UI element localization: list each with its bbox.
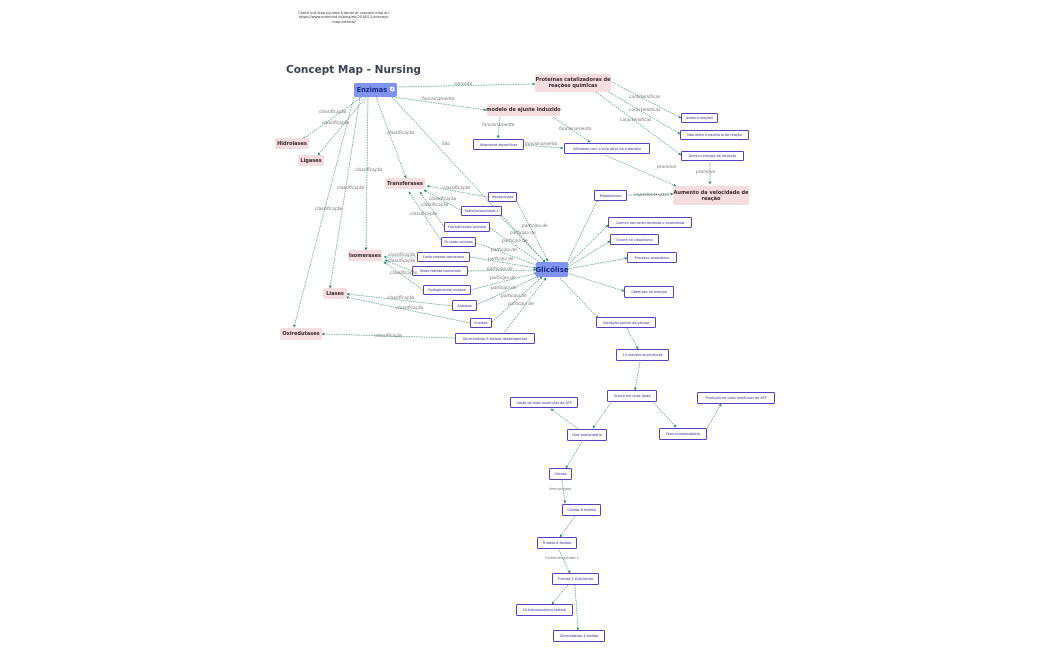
edge-label-classificacao: classificação xyxy=(337,186,365,191)
edge-label-classificacao: classificação xyxy=(387,296,415,301)
node-glicose6[interactable]: Glicose-6-fosfato xyxy=(562,504,601,516)
edge-label-classificacao: classificação xyxy=(443,186,471,191)
edge-label-conceito: conceito xyxy=(454,82,473,87)
node-aldolase[interactable]: Aldolase xyxy=(452,300,477,311)
edge-label-classificacao: classificação xyxy=(396,306,424,311)
edge-label-classificacao: classificação xyxy=(388,259,416,264)
node-ocorre-citoplasma[interactable]: Ocorre no citoplasma xyxy=(610,234,659,245)
node-fase-preparatoria[interactable]: Fase preparatória xyxy=(567,429,607,441)
node-frutose6[interactable]: Frutose-6-fosfato xyxy=(537,537,577,549)
node-triose[interactable]: Triose-fosfato isomerase xyxy=(412,266,468,276)
node-producao[interactable]: Produção de duas moléculas de ATP xyxy=(697,392,775,404)
edge-label-promove: promove xyxy=(696,170,716,175)
node-gliceraldeido3[interactable]: Gliceraldeído-3-fosfato xyxy=(553,630,605,642)
node-metabolismo[interactable]: Metabolismo xyxy=(594,190,627,201)
node-fosfoglicerato-mutase[interactable]: Fosfoglicerato mutase xyxy=(423,285,471,295)
edge-label-classificacao: classificação xyxy=(421,203,449,208)
edge-label-participa-de: participa de xyxy=(488,257,514,262)
node-fosfohexose[interactable]: Fosfo-hexose-isomerase xyxy=(417,252,470,262)
edge-label-classificacao: classificação xyxy=(390,271,418,276)
node-fosfoglicerato-quinase[interactable]: Fosfoglicerato quinase xyxy=(444,222,490,232)
node-di-hidroxiacetona[interactable]: Di-hidroxiacetona fosfato xyxy=(516,604,573,616)
edge-label-classificacao: classificação xyxy=(429,197,457,202)
node-ligases[interactable]: Ligases xyxy=(298,155,324,166)
node-oxidacao[interactable]: Oxidação parcial da glicose xyxy=(596,317,656,328)
edge-label-classificacao: classificação xyxy=(375,334,403,339)
edge-label-participa-de: participa de xyxy=(487,267,513,272)
node-naoafeta[interactable]: Não afeta o equilíbrio da reação xyxy=(680,130,749,140)
edge-label-participa-de: participa de xyxy=(501,294,527,299)
edge-label-participa-de: participa de xyxy=(522,224,548,229)
edge-label-classificacao: classificação xyxy=(319,110,347,115)
node-fase-compensatoria[interactable]: Fase compensatória xyxy=(659,428,707,440)
node-glicose[interactable]: Glicose xyxy=(549,468,572,480)
node-enzimas[interactable]: Enzimas⧉ xyxy=(354,83,397,97)
edge-label-participa-de: participa de xyxy=(502,239,528,244)
edge-label-classificacao: classificação xyxy=(315,207,343,212)
node-transferases[interactable]: Transferases xyxy=(385,178,425,189)
edge-label-participa-de: participa de xyxy=(491,248,517,253)
external-link-icon[interactable]: ⧉ xyxy=(390,86,395,93)
node-reacoes[interactable]: 10 reações enzimáticas xyxy=(616,349,669,361)
node-isomerases[interactable]: Isomerases xyxy=(348,250,382,261)
edge-label-promove: promove xyxy=(657,165,677,170)
edge-label-funcionamento: funcionamento xyxy=(422,97,455,102)
node-gliceraldeido-desidrogenase[interactable]: Gliceraldeído-3-fosfato desidrogenase xyxy=(455,333,535,344)
node-enolase[interactable]: Enolase xyxy=(470,318,492,328)
node-diminui[interactable]: Diminui energia de ativação xyxy=(681,151,744,161)
tutorial-note[interactable]: Check out step-by-step tutorial of conce… xyxy=(298,11,390,24)
edge-label-participa-de: participa de xyxy=(510,231,536,236)
node-afinidade[interactable]: Afinidade com o sítio ativo do substrato xyxy=(564,143,650,154)
edge-label-participa-de: participa de xyxy=(508,302,534,307)
page-title: Concept Map - Nursing xyxy=(286,64,421,76)
edge-label-classificacao: classificação xyxy=(355,168,383,173)
node-oxiredutases[interactable]: Oxiredutases xyxy=(280,328,322,340)
edge-label-funcionamento: funcionamento xyxy=(482,123,515,128)
node-liases[interactable]: Liases xyxy=(323,288,347,299)
node-acelera[interactable]: Acelera reações xyxy=(681,113,718,123)
node-altamente[interactable]: Altamente específicas xyxy=(473,139,524,150)
edge-label-classificacao: classificação xyxy=(410,212,438,217)
edge-label-hexoquinase: Hexoquinase xyxy=(549,487,572,491)
edge-label-funcionamento: funcionamento xyxy=(559,127,592,132)
node-comum[interactable]: Comum aos seres aeróbios e anaeróbios xyxy=(608,217,692,228)
edge-label-classificacao: classificação xyxy=(322,121,350,126)
edge-label-caracteristicas: características xyxy=(620,118,652,123)
node-duas-fases[interactable]: Ocorre em duas fases xyxy=(607,390,657,402)
node-hexoquinase[interactable]: Hexoquinase xyxy=(488,192,517,202)
edge-label-caracteristicas: características xyxy=(629,108,661,113)
edge-label-sao: São xyxy=(442,142,450,147)
node-hidrolases[interactable]: Hidrolases xyxy=(275,138,309,149)
node-glicolise[interactable]: Glicólise xyxy=(535,262,569,277)
edge-label-importante-para: importante para xyxy=(634,193,669,198)
edge-label-fosfofrutoquinase: Fosfofrutoquinase-1 xyxy=(545,556,579,560)
node-gasto[interactable]: Gasto de duas moléculas de ATP xyxy=(510,397,578,408)
node-processo-anaerobico[interactable]: Processo anaeróbico xyxy=(627,252,677,263)
node-enzimas-label: Enzimas xyxy=(356,86,388,94)
node-proteinas[interactable]: Proteínas catalizadoras de reações quími… xyxy=(535,74,611,92)
node-aumento[interactable]: Aumento da velocidade de reação xyxy=(673,186,749,205)
edge-label-caracteristicas: características xyxy=(629,95,661,100)
node-fosfofrutoquinase[interactable]: Fosfofrutoquinase-1 xyxy=(461,206,502,216)
edge-label-classificacao: classificação xyxy=(388,253,416,258)
edge-label-funcionamento: funcionamento xyxy=(525,142,558,147)
node-modelo[interactable]: modelo de ajuste induzido xyxy=(486,104,561,116)
edge-label-participa-de: participa de xyxy=(491,286,517,291)
node-piruvato-quinase[interactable]: Piruvato quinase xyxy=(441,237,476,247)
node-frutose16[interactable]: Frutose-1,6-bifosfato xyxy=(552,573,599,585)
edge-label-participa-de: participa de xyxy=(490,276,516,281)
edge-label-classificacao: classificação xyxy=(387,131,415,136)
node-obtencao[interactable]: Obtenção de energia xyxy=(624,286,674,298)
